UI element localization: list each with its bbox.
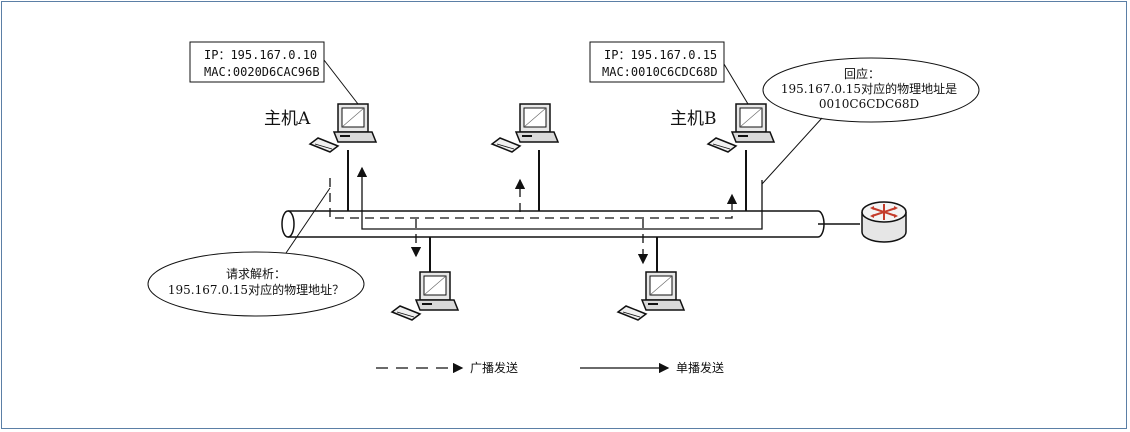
host-a-info-box: IP：195.167.0.10 MAC:0020D6CAC96B <box>189 41 359 105</box>
desktop-computer-icon <box>391 271 459 321</box>
legend: 广播发送 单播发送 <box>376 360 724 375</box>
request-line-2: 195.167.0.15对应的物理地址？ <box>168 282 344 297</box>
host-b-ip: IP：195.167.0.15 <box>604 48 717 62</box>
reply-line-2: 195.167.0.15对应的物理地址是 <box>781 81 957 96</box>
legend-unicast-label: 单播发送 <box>676 360 724 375</box>
legend-broadcast-label: 广播发送 <box>470 360 518 375</box>
network-bus <box>281 210 825 238</box>
request-line-1: 请求解析： <box>226 267 286 281</box>
reply-line-1: 回应： <box>844 66 880 81</box>
host-b-info-box: IP：195.167.0.15 MAC:0010C6CDC68D <box>589 41 749 105</box>
broadcast-path <box>329 178 738 265</box>
desktop-computer-icon <box>707 103 775 153</box>
host-a-label: 主机A <box>264 109 311 129</box>
host-b-mac: MAC:0010C6CDC68D <box>602 65 718 79</box>
desktop-computer-icon <box>309 103 377 153</box>
router-icon <box>861 201 907 243</box>
host-a-mac: MAC:0020D6CAC96B <box>204 65 320 79</box>
reply-callout: 回应： 195.167.0.15对应的物理地址是 0010C6CDC68D <box>761 57 980 185</box>
reply-line-3: 0010C6CDC68D <box>819 97 919 111</box>
desktop-computer-icon <box>491 103 559 153</box>
host-a-ip: IP：195.167.0.10 <box>204 48 317 62</box>
desktop-computer-icon <box>617 271 685 321</box>
unicast-path <box>356 166 763 230</box>
request-callout: 请求解析： 195.167.0.15对应的物理地址？ <box>147 187 365 317</box>
host-b-label: 主机B <box>670 109 717 129</box>
